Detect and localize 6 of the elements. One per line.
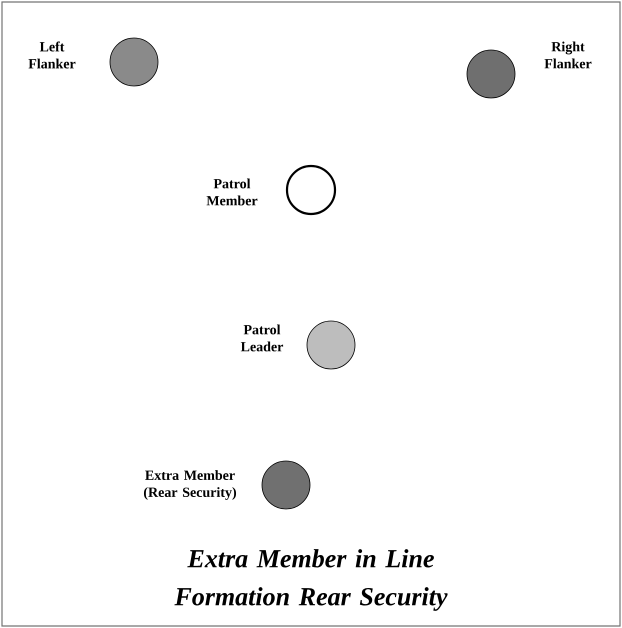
node-label: Patrol Leader [240, 324, 284, 352]
node-label: Extra Member (Rear Security) [144, 470, 236, 500]
node-label: Right Flanker [544, 42, 592, 68]
title: Extra Member in Line Formation Rear Security [174, 549, 448, 611]
node-label: Left Flanker [28, 41, 76, 68]
node-label: Patrol Member [206, 178, 258, 206]
